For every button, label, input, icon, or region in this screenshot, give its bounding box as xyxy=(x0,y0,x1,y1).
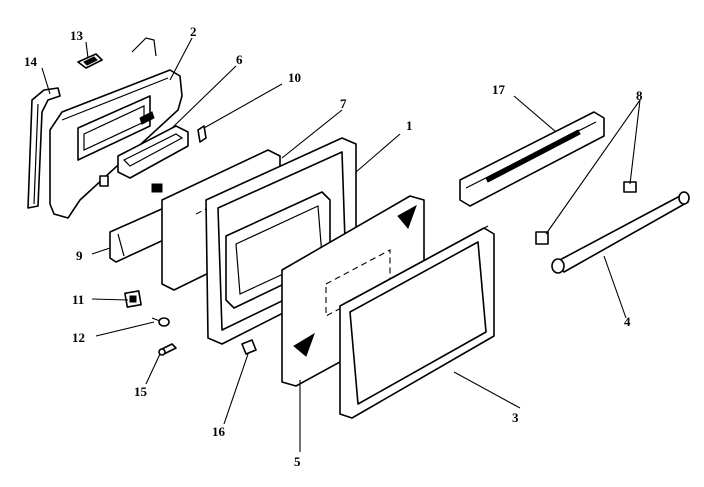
bracket xyxy=(131,37,157,57)
callout-9: 9 xyxy=(76,248,83,263)
callout-11: 11 xyxy=(72,292,84,307)
callout-6: 6 xyxy=(236,52,243,67)
part-6-trim-piece xyxy=(117,125,189,179)
part-11-clip xyxy=(124,290,142,308)
part-16-clip xyxy=(241,339,257,355)
callout-2: 2 xyxy=(190,24,197,39)
callout-1: 1 xyxy=(406,118,413,133)
callout-16: 16 xyxy=(212,424,226,439)
callout-3: 3 xyxy=(512,410,519,425)
callout-labels: 1 2 3 4 5 6 7 8 9 10 11 12 13 14 15 16 1… xyxy=(24,24,643,469)
callout-5: 5 xyxy=(294,454,301,469)
part-17-vent-rail xyxy=(459,111,605,207)
callout-10: 10 xyxy=(288,70,301,85)
leader-lines xyxy=(41,37,641,452)
part-4-handle-bar xyxy=(551,191,690,274)
callout-13: 13 xyxy=(70,28,84,43)
callout-15: 15 xyxy=(134,384,148,399)
part-14-trim-strip xyxy=(27,87,61,209)
part-12-screw xyxy=(151,317,170,327)
part-3-outer-frame xyxy=(339,225,495,419)
part-9-bracket xyxy=(109,183,171,263)
callout-14: 14 xyxy=(24,54,38,69)
callout-17: 17 xyxy=(492,82,506,97)
part-1-inner-frame xyxy=(205,137,357,345)
part-10-clip xyxy=(197,125,207,143)
callout-12: 12 xyxy=(72,330,85,345)
part-15-screw xyxy=(158,343,177,356)
part-2-control-panel xyxy=(49,69,183,219)
part-13-clip xyxy=(77,53,103,69)
callout-8: 8 xyxy=(636,88,643,103)
callout-4: 4 xyxy=(624,314,631,329)
callout-7: 7 xyxy=(340,96,347,111)
